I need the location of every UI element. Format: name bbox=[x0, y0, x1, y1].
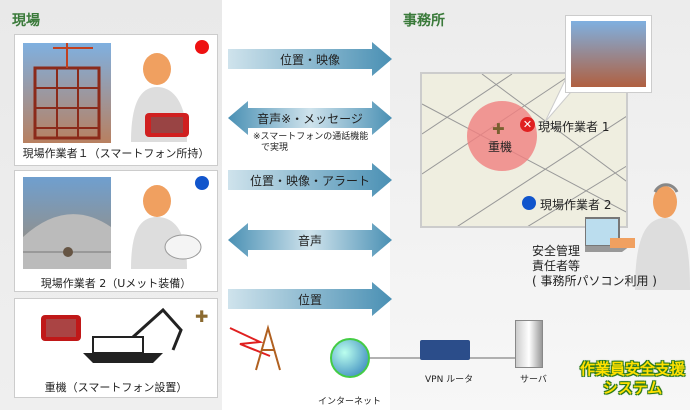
arrow-position: 位置 bbox=[228, 282, 392, 316]
manager-label: 安全管理 責任者等 ( 事務所パソコン利用 ) bbox=[532, 244, 657, 289]
system-name-line: 作業員安全支援 bbox=[579, 360, 685, 378]
manager-with-laptop-figure bbox=[583, 180, 690, 293]
site-title: 現場 bbox=[12, 13, 40, 29]
site-map: ✚ 重機 ✕ 現場作業者 1 現場作業者 2 bbox=[420, 72, 628, 228]
office-title: 事務所 bbox=[403, 13, 445, 29]
arrow-label: 音声 bbox=[297, 234, 322, 248]
arrow-label: 音声※・メッセージ bbox=[257, 112, 363, 126]
arrow-voice-message: 音声※・メッセージ bbox=[228, 101, 392, 135]
worker1-label: 現場作業者１（スマートフォン所持） bbox=[22, 147, 210, 160]
machine-label: 重機（スマートフォン設置） bbox=[44, 381, 188, 394]
note-line: ※スマートフォンの通話機能 bbox=[253, 132, 369, 142]
map-machine-label: 重機 bbox=[488, 140, 513, 154]
manager-label-line: ( 事務所パソコン利用 ) bbox=[532, 274, 657, 288]
stadium-photo bbox=[23, 177, 111, 269]
alert-x-icon: ✕ bbox=[520, 117, 535, 132]
vpn-router-icon bbox=[420, 340, 470, 360]
worker2-card: 現場作業者 2（Uメット装備） bbox=[14, 170, 218, 292]
arrow-label: 位置 bbox=[297, 293, 322, 307]
internet-globe-icon bbox=[330, 338, 370, 378]
worker-figure bbox=[125, 47, 195, 145]
arrow-position-video-alert: 位置・映像・アラート bbox=[228, 163, 392, 197]
worker1-card: 現場作業者１（スマートフォン所持） bbox=[14, 34, 218, 166]
map-worker2-label: 現場作業者 2 bbox=[540, 198, 612, 212]
network-lines bbox=[229, 324, 540, 371]
worker2-label: 現場作業者 2（Uメット装備） bbox=[40, 277, 192, 290]
arrow-label: 位置・映像 bbox=[279, 53, 340, 67]
arrow-position-video: 位置・映像 bbox=[228, 42, 392, 76]
live-photo-callout bbox=[565, 15, 652, 93]
map-worker1-label: 現場作業者 1 bbox=[538, 120, 610, 134]
manager-label-line: 責任者等 bbox=[532, 259, 581, 273]
note-line: で実現 bbox=[261, 143, 289, 153]
map-worker2-dot bbox=[522, 196, 536, 210]
arrow-voice: 音声 bbox=[228, 223, 392, 257]
machine-card: ✚ 重機（スマートフォン設置） bbox=[14, 298, 218, 398]
internet-label: インターネット bbox=[318, 397, 382, 407]
worker2-status-dot bbox=[195, 176, 209, 190]
system-name-line: システム bbox=[602, 379, 663, 397]
arrow-label: 位置・映像・アラート bbox=[249, 174, 370, 188]
machine-plus-icon: ✚ bbox=[195, 307, 209, 326]
worker1-status-dot bbox=[195, 40, 209, 54]
construction-photo bbox=[23, 43, 111, 143]
machine-plus-icon: ✚ bbox=[492, 120, 505, 138]
server-icon bbox=[515, 320, 543, 368]
call-note: ※スマートフォンの通話機能で実現 bbox=[253, 132, 368, 154]
construction-photo bbox=[571, 21, 646, 87]
excavator-illustration bbox=[23, 305, 193, 368]
manager-label-line: 安全管理 bbox=[532, 244, 581, 258]
vpn-router-label: VPN ルータ bbox=[425, 375, 474, 385]
worker-with-helmet-figure bbox=[125, 179, 205, 272]
server-label: サーバ bbox=[520, 375, 547, 385]
system-name: 作業員安全支援 システム bbox=[570, 360, 695, 398]
